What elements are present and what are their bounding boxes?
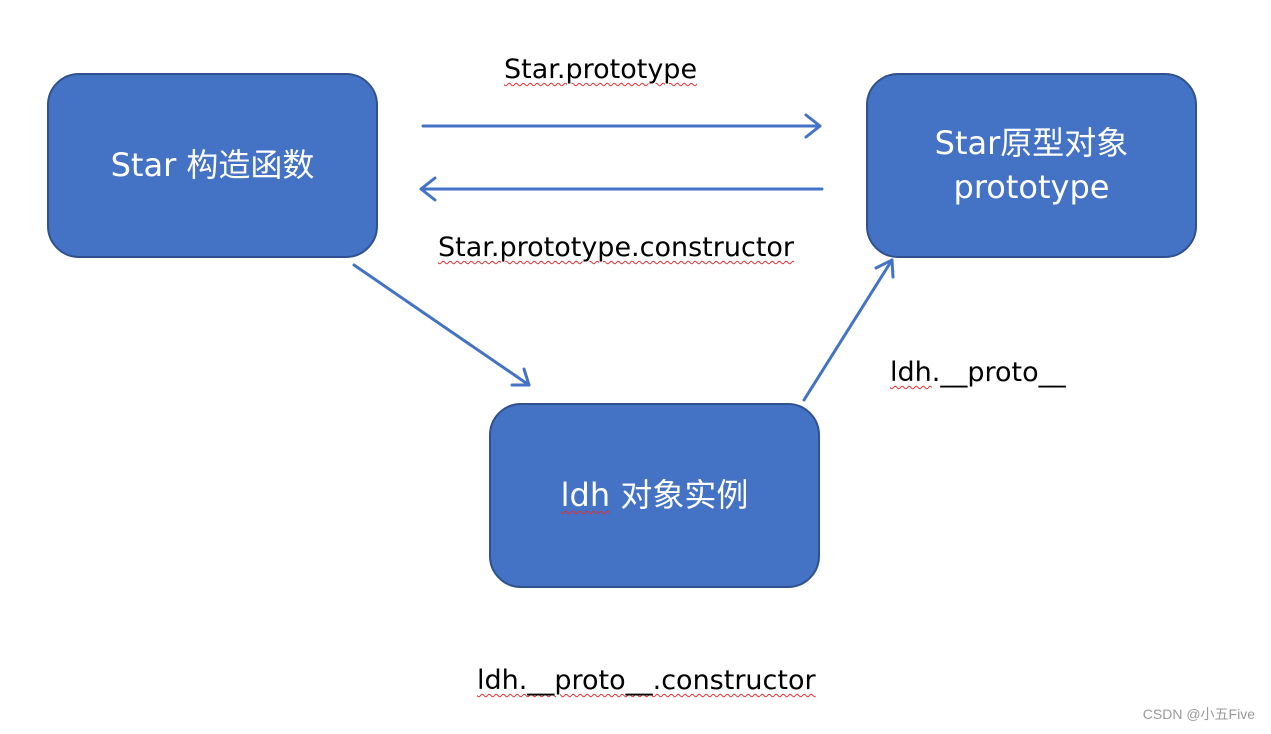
instance-node-label-rest: 对象实例 [610,475,749,514]
label-ldh-proto-rest: .__proto__ [931,357,1066,388]
watermark: CSDN @小五Five [1142,706,1255,722]
arrow-instance-to-prototype [802,258,895,402]
constructor-node-label: Star 构造函数 [110,145,315,184]
arrow-constructor-to-instance [352,263,531,387]
arrow-constructor-to-prototype [421,113,822,139]
prototype-object-node: Star原型对象 prototype [866,73,1197,258]
label-star-prototype: Star.prototype [504,54,698,85]
arrow-prototype-to-constructor [419,176,824,202]
prototype-node-title: Star原型对象 [934,124,1129,163]
label-ldh-proto-constructor-rest: .__proto__.constructor [518,665,816,696]
instance-node: ldh 对象实例 [489,403,820,588]
instance-node-label-ldh: ldh [560,475,611,514]
label-ldh-proto-constructor-ldh: ldh [477,665,519,696]
label-ldh-proto: ldh.__proto__ [890,357,1066,388]
prototype-node-subtitle: prototype [953,167,1110,206]
label-ldh-proto-ldh: ldh [890,357,932,388]
label-ldh-proto-constructor: ldh.__proto__.constructor [477,665,816,696]
instance-node-label: ldh 对象实例 [561,474,749,517]
constructor-node: Star 构造函数 [47,73,378,258]
label-star-prototype-constructor: Star.prototype.constructor [438,232,795,263]
